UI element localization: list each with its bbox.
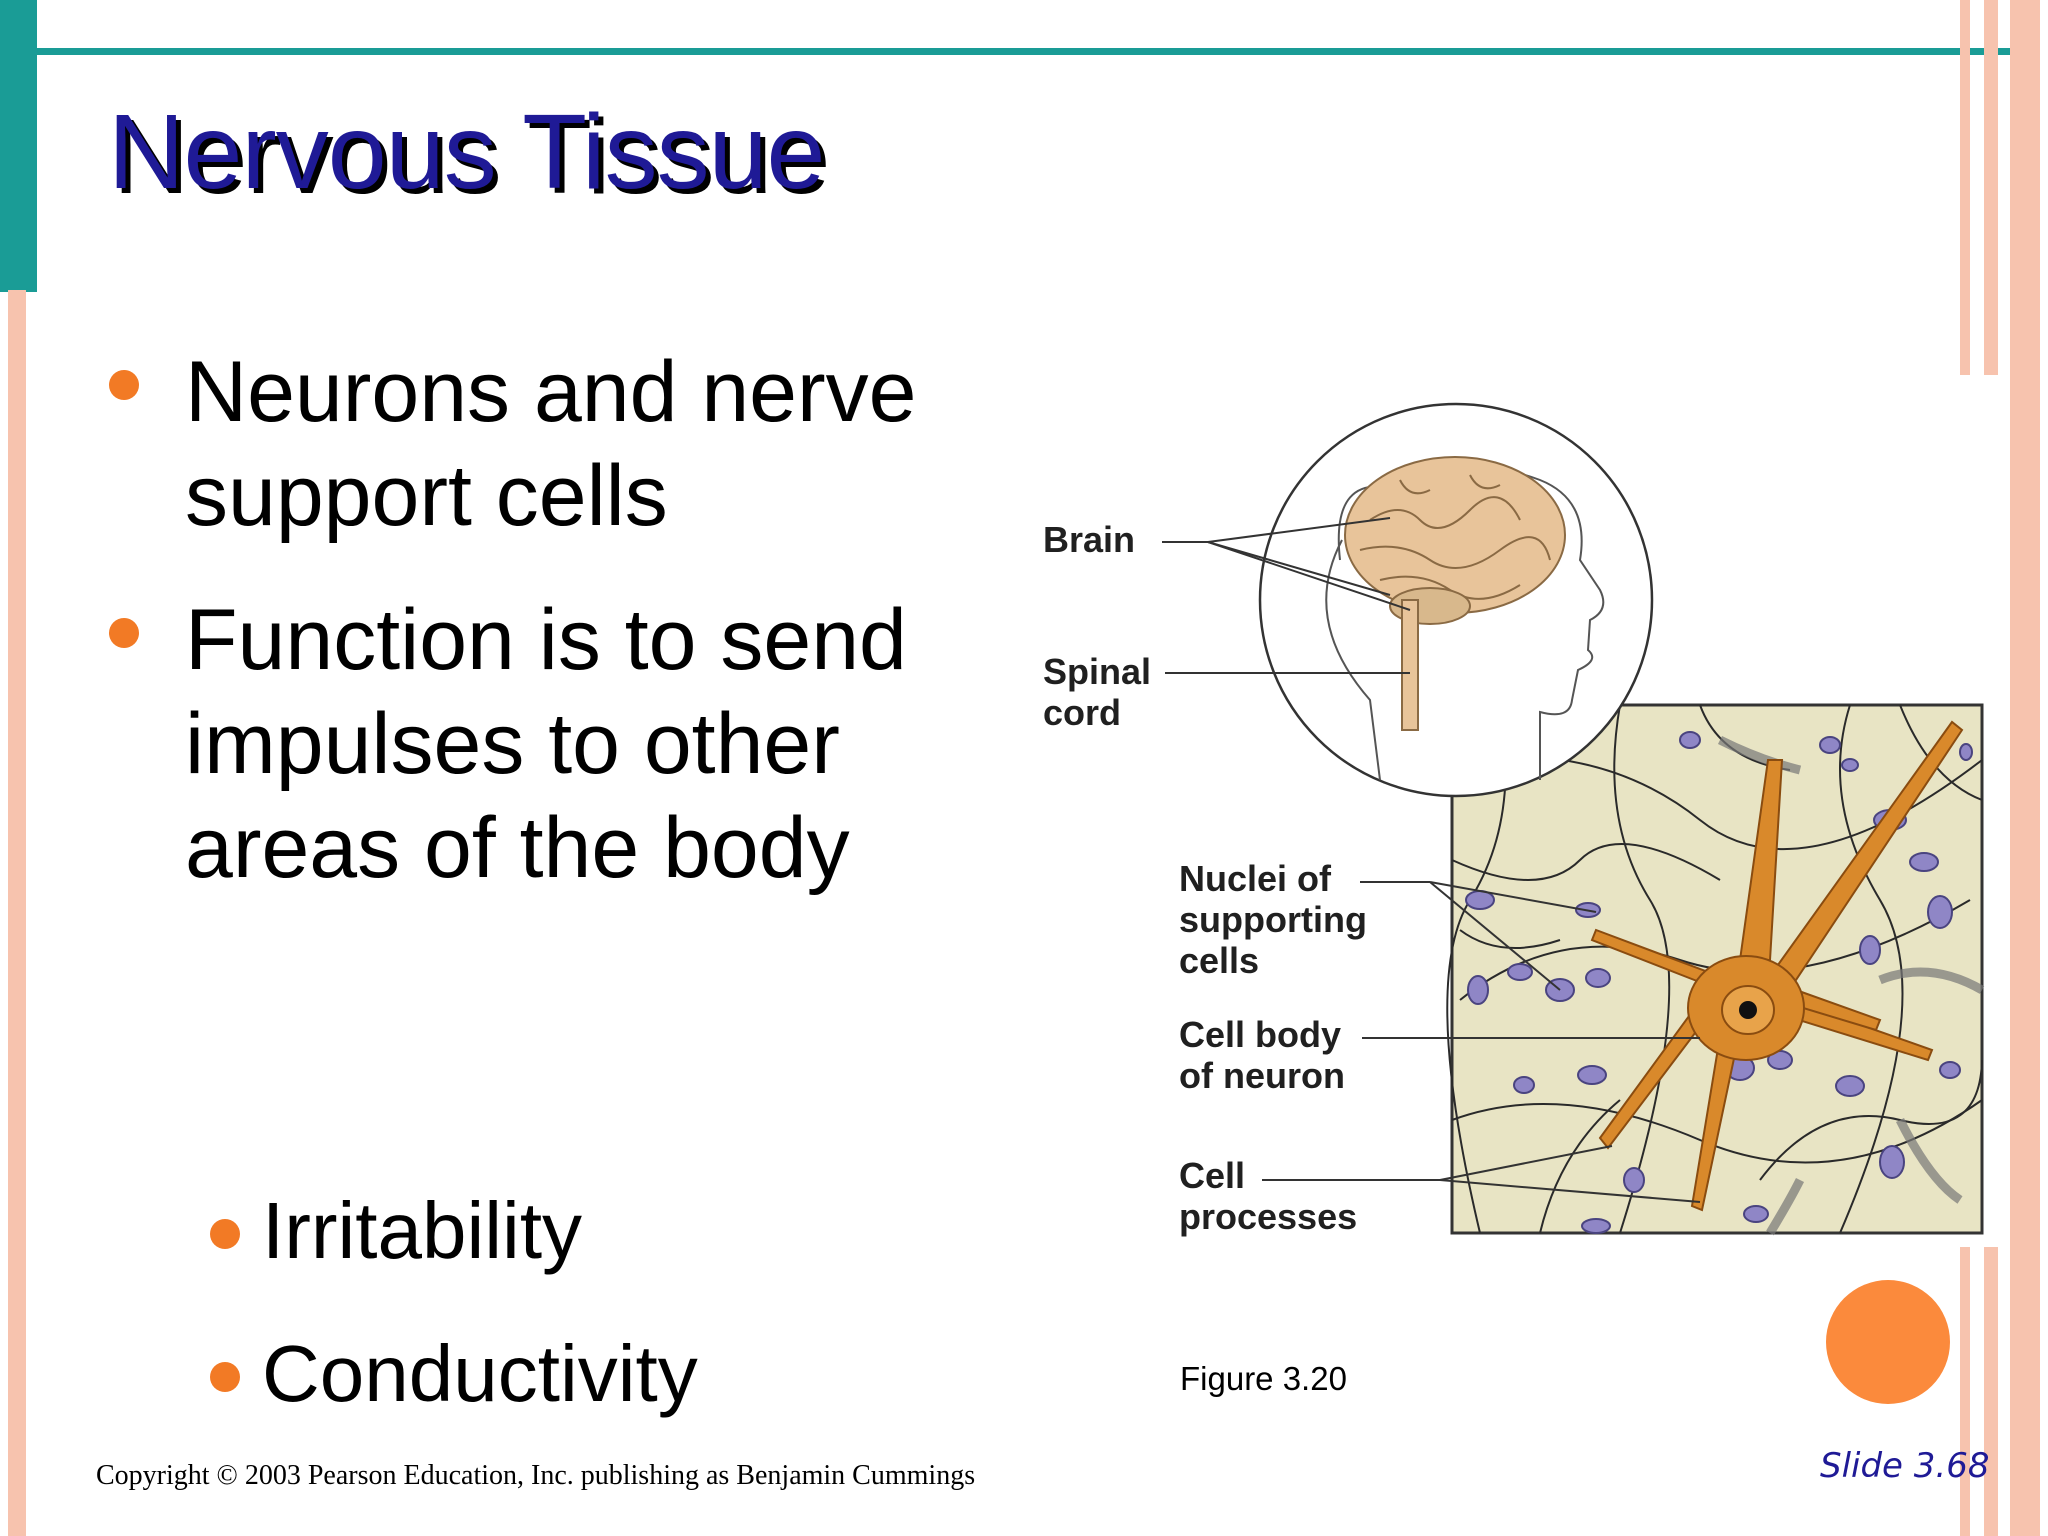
bullet-text: Neurons and nerve support cells <box>185 344 917 544</box>
copyright-notice: Copyright © 2003 Pearson Education, Inc.… <box>96 1460 976 1491</box>
sub-bullet-item: Irritability <box>210 1185 582 1277</box>
left-border-stripe <box>8 290 26 1536</box>
bullet-item: Function is to send impulses to other ar… <box>105 588 965 900</box>
bullet-dot-icon <box>210 1362 240 1392</box>
teal-top-rule <box>37 48 2030 55</box>
teal-corner-block <box>0 0 37 292</box>
tissue-sample-box <box>1446 703 1985 1236</box>
figure-leader-lines <box>1162 517 1701 1203</box>
bullet-item: Neurons and nerve support cells <box>105 340 965 548</box>
label-brain: Brain <box>1043 519 1136 560</box>
bullet-dot-icon <box>109 618 139 648</box>
sub-bullet-text: Irritability <box>262 1186 583 1275</box>
sub-bullet-item: Conductivity <box>210 1328 698 1420</box>
bullet-list: Neurons and nerve support cells Function… <box>105 340 965 940</box>
head-brain-illustration <box>1258 402 1654 798</box>
slide-number: Slide 3.68 <box>1820 1446 1990 1486</box>
sub-bullet-text: Conductivity <box>262 1329 698 1418</box>
decorative-orange-circle <box>1826 1280 1950 1404</box>
bullet-dot-icon <box>210 1219 240 1249</box>
bullet-text: Function is to send impulses to other ar… <box>185 592 907 896</box>
right-border-stripe <box>2010 0 2040 1536</box>
bullet-dot-icon <box>109 370 139 400</box>
slide-title: Nervous Tissue <box>108 93 826 211</box>
figure-caption: Figure 3.20 <box>1180 1360 1347 1397</box>
